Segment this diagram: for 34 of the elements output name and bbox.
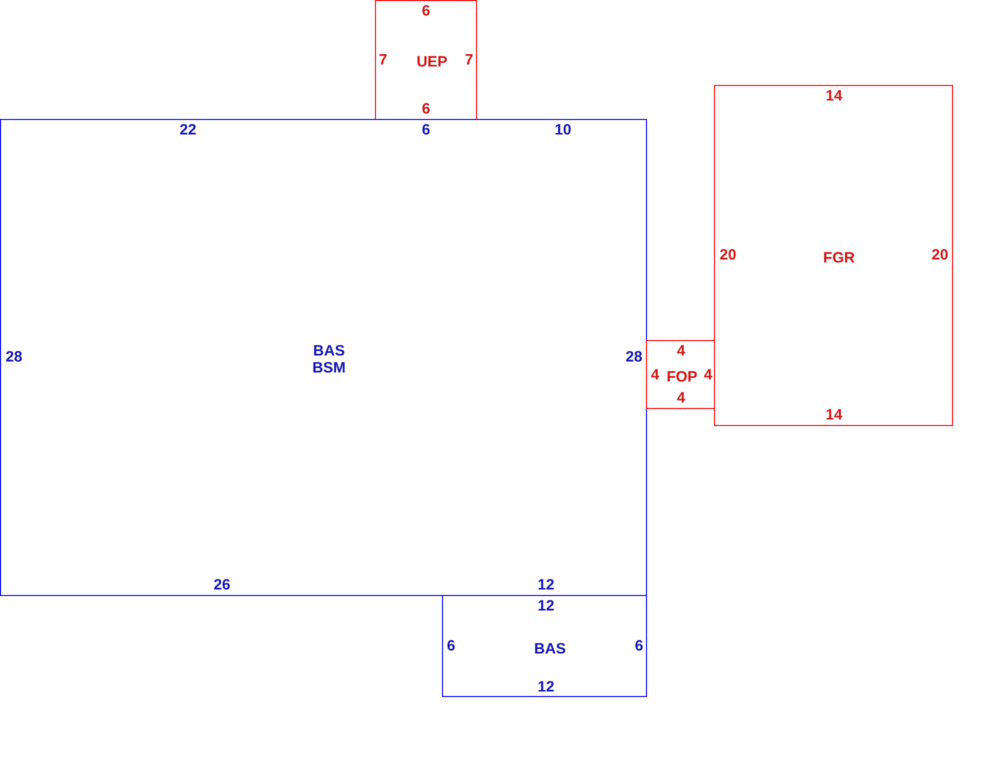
dimension-label: 26 — [214, 576, 230, 594]
area-code: FGR — [823, 250, 855, 266]
dimension-label: 6 — [422, 100, 430, 118]
dimension-label: 6 — [446, 638, 456, 654]
room-outline — [0, 119, 647, 596]
dimension-label: 10 — [554, 122, 572, 138]
dimension-label: 12 — [538, 576, 554, 594]
room-outline — [442, 595, 647, 697]
dimension-label: 4 — [704, 366, 712, 384]
dimension-label: 28 — [6, 348, 22, 366]
area-code: BAS — [313, 342, 345, 360]
dimension-label: 6 — [422, 122, 430, 138]
dimension-label: 12 — [538, 678, 554, 696]
area-code: BAS — [534, 640, 566, 658]
dimension-label: 6 — [422, 2, 430, 20]
dimension-label: 7 — [378, 52, 388, 68]
dimension-label: 20 — [720, 246, 736, 264]
dimension-label: 12 — [538, 598, 554, 614]
dimension-label: 28 — [626, 348, 642, 366]
dimension-label: 20 — [932, 246, 948, 264]
dimension-label: 6 — [634, 638, 644, 654]
area-code: FOP — [666, 368, 698, 386]
dimension-label: 7 — [464, 52, 474, 68]
room-outline — [714, 85, 953, 426]
area-code: UEP — [416, 54, 448, 70]
dimension-label: 22 — [180, 122, 196, 138]
room-outline — [375, 0, 477, 120]
dimension-label: 4 — [676, 390, 686, 406]
dimension-label: 4 — [676, 342, 686, 360]
room-outline — [646, 340, 715, 409]
area-code: BSM — [312, 360, 346, 376]
dimension-label: 4 — [650, 366, 660, 384]
dimension-label: 14 — [826, 406, 842, 424]
dimension-label: 14 — [826, 88, 842, 104]
